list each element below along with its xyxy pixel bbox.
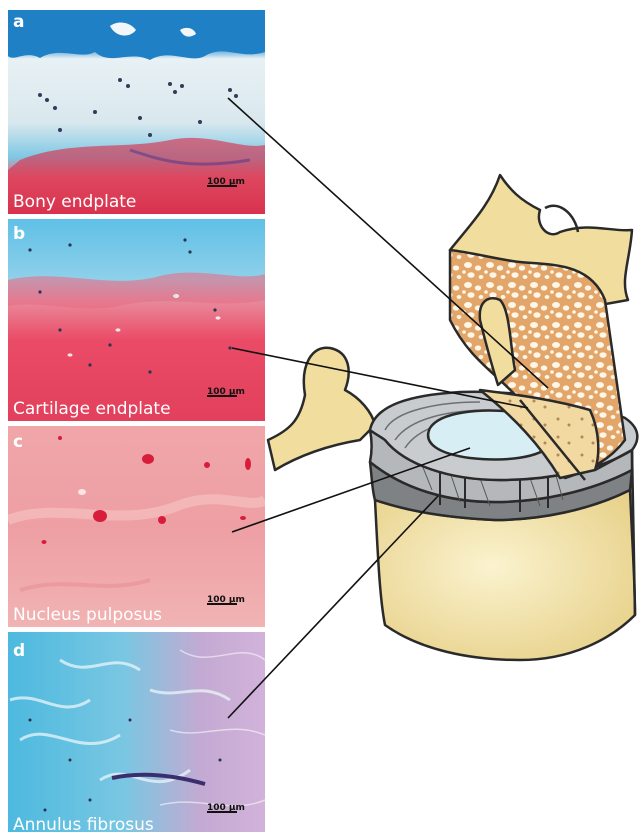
panel-letter-b: b [13, 224, 25, 244]
panel-letter-a: a [13, 12, 24, 32]
scale-label-a: 100 µm [207, 177, 245, 187]
panel-letter-c: c [13, 432, 23, 452]
panel-title-d: Annulus fibrosus [13, 815, 154, 835]
panel-d-annulus-fibrosus [8, 632, 265, 832]
vertebra-illustration [268, 175, 637, 660]
scale-label-c: 100 µm [207, 595, 245, 605]
panel-title-a: Bony endplate [13, 192, 136, 212]
panel-title-b: Cartilage endplate [13, 399, 171, 419]
scale-label-b: 100 µm [207, 387, 245, 397]
scale-label-d: 100 µm [207, 803, 245, 813]
panel-letter-d: d [13, 641, 25, 661]
panel-title-c: Nucleus pulposus [13, 605, 162, 625]
